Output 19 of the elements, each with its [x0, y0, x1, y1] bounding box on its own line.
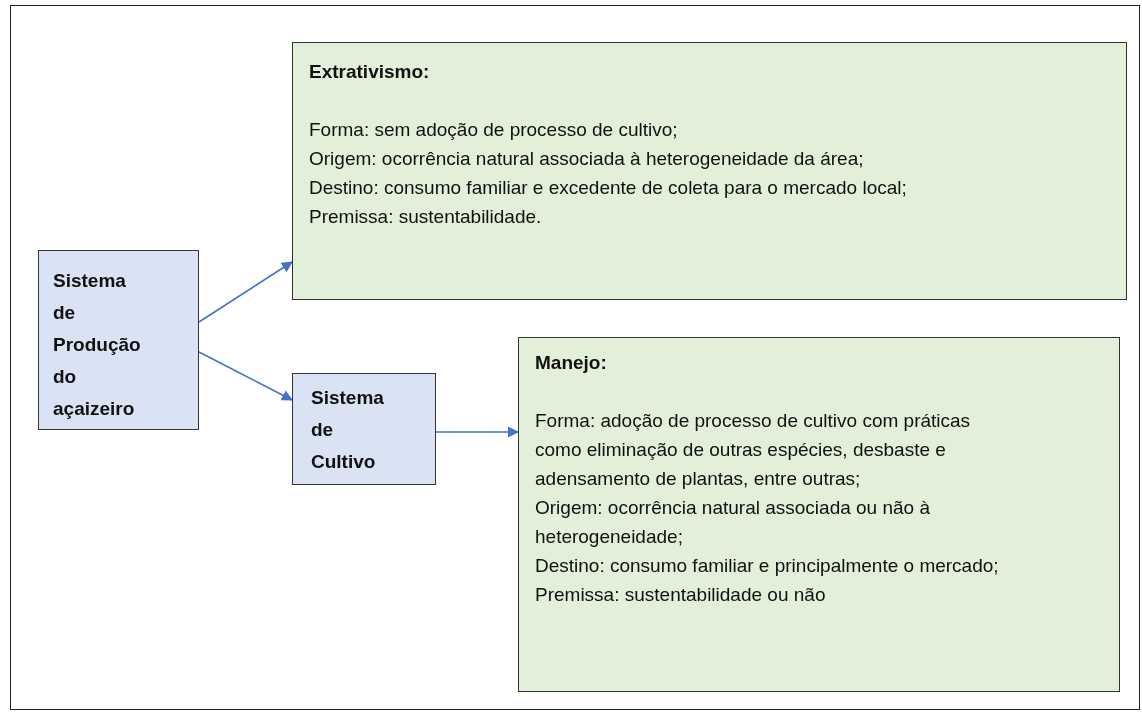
heading: Extrativismo: — [309, 60, 431, 84]
text-box — [518, 337, 1120, 692]
description-text: Forma: adoção de processo de cultivo com práticas como eliminação de outras espécies, desbaste e adensamento de plantas, entre outras; — [535, 409, 972, 491]
description-text: Destino: consumo familiar e excedente de coleta para o mercado local; — [309, 176, 908, 200]
description-text: Premissa: sustentabilidade ou não — [535, 583, 827, 607]
heading: Manejo: — [535, 351, 608, 375]
text-box — [292, 42, 1127, 300]
text-box — [38, 250, 199, 430]
description-text: Origem: ocorrência natural associada ou não à heterogeneidade; — [535, 496, 931, 549]
label-text: Sistema de Cultivo — [311, 386, 385, 474]
arrow — [198, 261, 293, 323]
label-text: Sistema de Produção do açaizeiro — [53, 269, 142, 421]
description-text: Premissa: sustentabilidade. — [309, 205, 543, 229]
description-text: Forma: sem adoção de processo de cultivo; — [309, 118, 679, 142]
arrow — [198, 351, 293, 401]
description-text: Origem: ocorrência natural associada à heterogeneidade da área; — [309, 147, 865, 171]
description-text: Destino: consumo familiar e principalmente o mercado; — [535, 554, 1000, 578]
text-box — [292, 373, 436, 485]
arrow — [435, 426, 520, 438]
